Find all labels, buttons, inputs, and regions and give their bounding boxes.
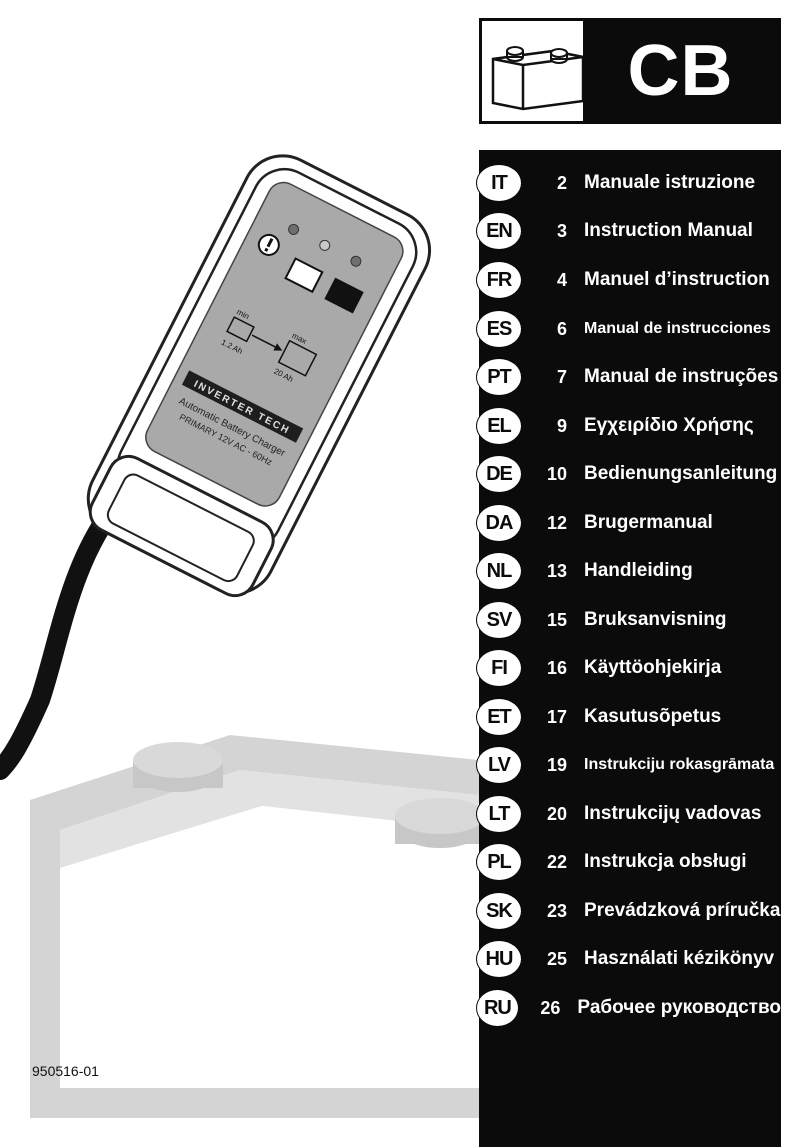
language-code-badge: EL (477, 408, 521, 444)
language-page-number: 10 (546, 463, 567, 484)
language-manual-title: Brugermanual (584, 512, 713, 533)
language-page-number: 19 (546, 754, 567, 775)
language-row-fi[interactable]: FI 16 Käyttöohjekirja (477, 648, 781, 688)
header-code-panel: CB (583, 21, 778, 121)
language-row-lv[interactable]: LV 19 Instrukciju rokasgrāmata (477, 745, 781, 785)
battery-full-icon (324, 277, 364, 314)
language-code-badge: EN (477, 213, 521, 249)
language-manual-title: Prevádzková príručka (584, 900, 781, 921)
language-manual-title: Instrukcja obsługi (584, 851, 747, 872)
language-page-number: 4 (556, 269, 567, 290)
language-manual-title: Instruction Manual (584, 220, 753, 241)
language-manual-title: Εγχειρίδιο Χρήσης (584, 415, 754, 436)
language-page-number: 2 (556, 172, 567, 193)
language-manual-title: Bruksanvisning (584, 609, 727, 630)
language-row-pt[interactable]: PT 7 Manual de instruções (477, 357, 781, 397)
language-page-number: 6 (556, 318, 567, 339)
language-row-lt[interactable]: LT 20 Instrukcijų vadovas (477, 794, 781, 834)
language-code-badge: NL (477, 553, 521, 589)
language-code-badge: LT (477, 796, 521, 832)
language-page-number: 20 (546, 803, 567, 824)
language-manual-title: Bedienungsanleitung (584, 463, 778, 484)
language-row-nl[interactable]: NL 13 Handleiding (477, 551, 781, 591)
battery-illustration (30, 735, 485, 1118)
language-code-badge: LV (477, 747, 521, 783)
charger-device: INVERTER TECH Automatic Battery Charger … (86, 154, 432, 598)
language-page-number: 15 (546, 609, 567, 630)
header-box: CB (479, 18, 781, 124)
language-code-badge: ET (477, 699, 521, 735)
battery-empty-icon (284, 257, 324, 294)
language-manual-title: Instrukciju rokasgrāmata (584, 756, 775, 773)
language-row-fr[interactable]: FR 4 Manuel d’instruction (477, 260, 781, 300)
document-number: 950516-01 (32, 1063, 99, 1079)
language-manual-title: Kasutusõpetus (584, 706, 722, 727)
language-code-badge: PL (477, 844, 521, 880)
language-page-number: 3 (556, 220, 567, 241)
language-row-it[interactable]: IT 2 Manuale istruzione (477, 163, 781, 203)
language-row-el[interactable]: EL 9 Εγχειρίδιο Χρήσης (477, 406, 781, 446)
language-page-number: 22 (546, 851, 567, 872)
language-manual-title: Рабочее руководство (577, 997, 781, 1018)
language-manual-title: Manual de instruções (584, 366, 779, 387)
language-row-pl[interactable]: PL 22 Instrukcja obsługi (477, 842, 781, 882)
product-code: CB (627, 31, 734, 111)
language-code-badge: FR (477, 262, 521, 298)
language-page-number: 12 (546, 512, 567, 533)
language-code-badge: PT (477, 359, 521, 395)
language-row-et[interactable]: ET 17 Kasutusõpetus (477, 697, 781, 737)
language-row-hu[interactable]: HU 25 Használati kézikönyv (477, 939, 781, 979)
language-row-de[interactable]: DE 10 Bedienungsanleitung (477, 454, 781, 494)
language-row-sv[interactable]: SV 15 Bruksanvisning (477, 600, 781, 640)
language-page-number: 16 (546, 657, 567, 678)
language-code-badge: FI (477, 650, 521, 686)
language-code-badge: ES (477, 311, 521, 347)
language-page-number: 13 (546, 560, 567, 581)
language-manual-title: Használati kézikönyv (584, 948, 775, 969)
language-manual-title: Instrukcijų vadovas (584, 803, 762, 824)
language-code-badge: IT (477, 165, 521, 201)
language-code-badge: SV (477, 602, 521, 638)
language-row-en[interactable]: EN 3 Instruction Manual (477, 211, 781, 251)
language-manual-title: Handleiding (584, 560, 693, 581)
language-page-number: 25 (546, 948, 567, 969)
language-code-badge: HU (477, 941, 521, 977)
language-code-badge: RU (477, 990, 518, 1026)
language-row-es[interactable]: ES 6 Manual de instrucciones (477, 309, 781, 349)
language-page-number: 9 (556, 415, 567, 436)
language-page-number: 7 (556, 366, 567, 387)
language-manual-title: Manual de instrucciones (584, 320, 771, 337)
language-code-badge: DE (477, 456, 521, 492)
language-manual-title: Manuel d’instruction (584, 269, 770, 290)
language-code-badge: SK (477, 893, 521, 929)
language-manual-title: Manuale istruzione (584, 172, 756, 193)
language-page-number: 26 (540, 997, 561, 1018)
battery-icon (491, 46, 585, 111)
charger-cable (0, 490, 130, 780)
language-manual-title: Käyttöohjekirja (584, 657, 722, 678)
language-page-number: 23 (546, 900, 567, 921)
language-row-sk[interactable]: SK 23 Prevádzková príručka (477, 891, 781, 931)
language-page-number: 17 (546, 706, 567, 727)
language-row-ru[interactable]: RU 26 Рабочее руководство (477, 988, 781, 1028)
language-code-badge: DA (477, 505, 521, 541)
language-row-da[interactable]: DA 12 Brugermanual (477, 503, 781, 543)
